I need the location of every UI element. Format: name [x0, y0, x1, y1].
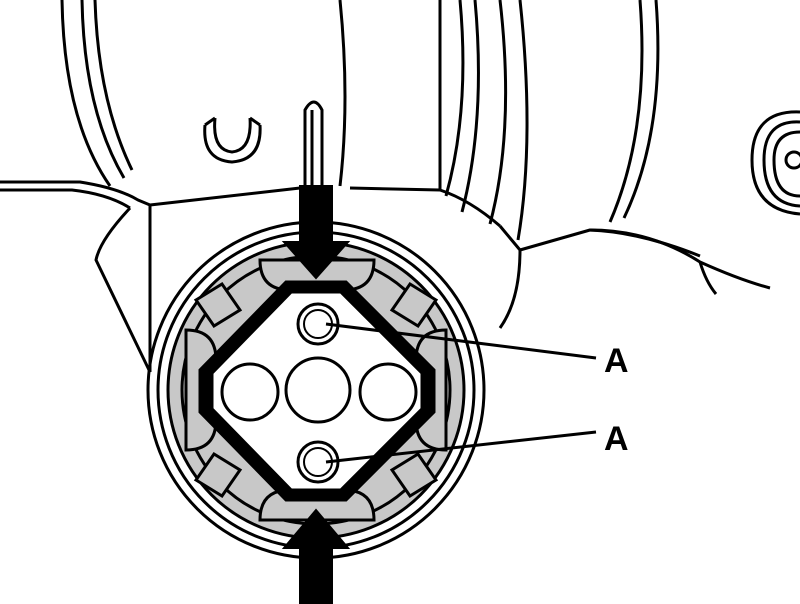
arrow-up — [281, 508, 351, 604]
arrow-down — [281, 185, 351, 280]
rod — [303, 100, 324, 188]
callout-label-upper: A — [604, 342, 629, 380]
bolt-head — [750, 110, 800, 216]
leader-line-upper — [325, 322, 597, 360]
right-cylinder — [438, 0, 660, 241]
plate-holes — [220, 302, 418, 484]
leader-lines — [325, 322, 597, 464]
left-cylinder — [60, 0, 347, 187]
callout-label-lower: A — [604, 420, 629, 458]
housing — [0, 180, 771, 373]
u-lug — [203, 116, 262, 164]
leader-line-lower — [325, 430, 597, 464]
